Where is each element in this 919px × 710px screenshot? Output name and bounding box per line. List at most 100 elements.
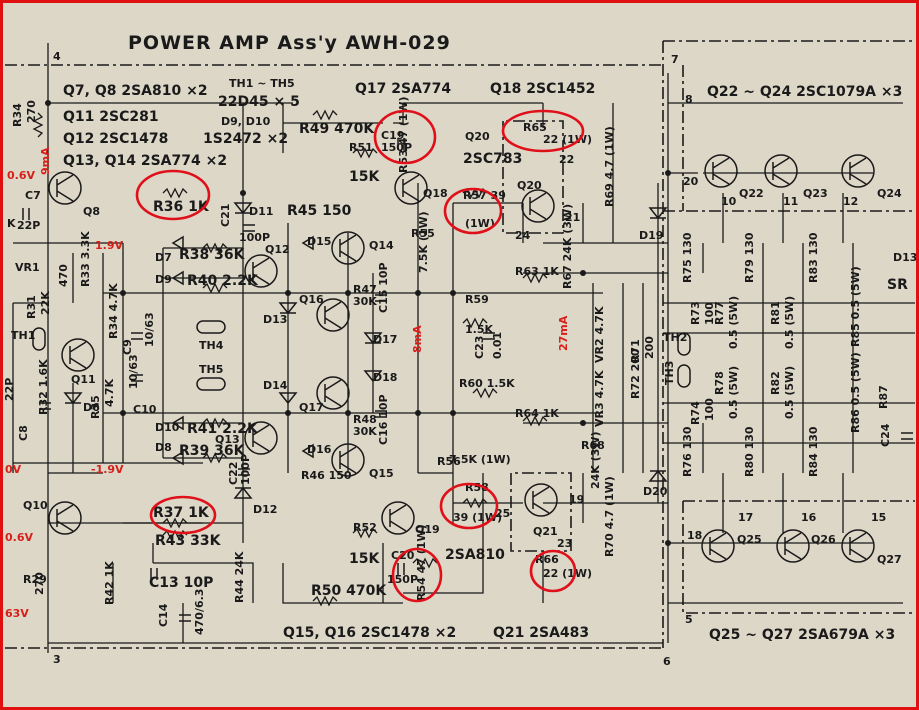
label-r47: R47 <box>353 283 377 296</box>
terminal-5: 5 <box>685 613 693 626</box>
label-q10: Q10 <box>23 499 48 512</box>
label-q13: Q13 <box>215 433 240 446</box>
label-r33: R33 3.3K <box>79 231 92 287</box>
label-r53: R53 47 (1W) <box>397 96 410 173</box>
label-c24: C24 <box>879 423 892 447</box>
label-r32: R32 1.6K <box>37 359 50 415</box>
label-r44: R44 24K <box>233 551 246 603</box>
label-d9d10: D9, D10 <box>221 115 271 128</box>
label-r34b: R34 4.7K <box>107 283 120 339</box>
label-r60: R60 1.5K <box>459 377 515 390</box>
label-r51-value: 15K <box>349 169 380 185</box>
label-r41: R41 2.2K <box>187 421 259 437</box>
terminal-7: 7 <box>671 53 679 66</box>
label-r71-value: 200 <box>643 336 656 359</box>
label-r73: R73 <box>689 301 702 325</box>
highlight-r66 <box>529 549 577 593</box>
label-q20: Q20 <box>465 130 490 143</box>
label-q19-part: 2SA810 <box>445 547 505 563</box>
label-c15: C15 10P <box>377 262 390 313</box>
label-q26: Q26 <box>811 533 836 546</box>
label-q16: Q16 <box>299 293 324 306</box>
highlight-circles <box>135 109 585 603</box>
label-q22: Q22 <box>739 187 764 200</box>
label-d13-right: D13 <box>893 251 916 264</box>
label-c8: C8 <box>17 425 30 441</box>
label-d13: D13 <box>263 313 287 326</box>
label-r80: R80 130 <box>743 426 756 477</box>
label-q13q14: Q13, Q14 2SA774 ×2 <box>63 153 227 169</box>
label-r75: R75 130 <box>681 232 694 283</box>
label-r57-w: (1W) <box>465 217 495 230</box>
label-r74-value: 100 <box>703 398 716 421</box>
label-d9: D9 <box>155 273 172 286</box>
label-r81-value: 0.5 (5W) <box>783 296 796 349</box>
measure-0-6v-bottom: 0.6V <box>5 531 33 544</box>
label-q18: Q18 2SC1452 <box>490 81 595 97</box>
label-r51: R51 <box>349 141 373 154</box>
label-r78-value: 0.5 (5W) <box>727 366 740 419</box>
label-r79: R79 130 <box>743 232 756 283</box>
label-r34-value: 270 <box>25 100 38 123</box>
label-r68-value: 24K (3W) <box>589 431 602 489</box>
label-c21: C21 <box>219 204 232 227</box>
highlight-r37 <box>149 495 217 535</box>
terminal-6: 6 <box>663 655 671 668</box>
label-r65-value: 22 (1W) <box>543 133 592 146</box>
label-r73-value: 100 <box>703 302 716 325</box>
terminal-20: 20 <box>683 175 699 188</box>
label-r82-value: 0.5 (5W) <box>783 366 796 419</box>
label-d14: D14 <box>263 379 288 392</box>
label-r35-value: 4.7K <box>103 379 116 407</box>
label-d19: D19 <box>639 229 663 242</box>
label-th3: TH3 <box>663 361 676 385</box>
label-q12: Q12 <box>265 243 290 256</box>
measure-0v: 0V <box>5 463 22 476</box>
label-r29-value: 270 <box>33 572 46 595</box>
label-q21: Q21 <box>533 525 558 538</box>
component-labels: R34 270 R36 1K R37 1K R38 36K R39 36K R4… <box>3 96 916 635</box>
label-r56: R56 <box>437 455 461 468</box>
label-q11: Q11 <box>71 373 96 386</box>
label-r55-value: 7.5K (1W) <box>417 211 430 273</box>
label-q27: Q27 <box>877 553 902 566</box>
label-d12: D12 <box>253 503 277 516</box>
terminal-19: 19 <box>569 493 584 506</box>
label-r54: R54 47 (1W) <box>415 524 428 601</box>
label-d18: D18 <box>373 371 397 384</box>
terminal-3: 3 <box>53 653 61 666</box>
terminal-21: 21 <box>565 211 580 224</box>
label-r37: R37 1K <box>153 505 210 521</box>
highlight-r57 <box>443 187 503 235</box>
highlight-r58 <box>439 482 499 530</box>
label-r76: R76 130 <box>681 426 694 477</box>
terminal-12: 12 <box>843 195 858 208</box>
label-vr2: VR2 4.7K <box>593 306 606 363</box>
label-r85: R85 0.5 (5W) <box>849 266 862 347</box>
terminal-8: 8 <box>685 93 693 106</box>
label-c19-value: 150P <box>381 141 412 154</box>
label-q12: Q12 2SC1478 <box>63 131 168 147</box>
label-r42: R42 1K <box>103 561 116 605</box>
label-th1: TH1 <box>11 329 35 342</box>
label-r63: R63 1K <box>515 265 559 278</box>
label-d6: D6 <box>83 401 100 414</box>
label-q8: Q8 <box>83 205 100 218</box>
label-r68: R68 <box>581 439 605 452</box>
label-d8: D8 <box>155 441 172 454</box>
measure-8ma: 8mA <box>411 325 424 353</box>
label-th: TH1 ~ TH5 <box>229 77 295 90</box>
highlight-r65 <box>501 109 585 153</box>
measure-1-9v: 1.9V <box>95 239 123 252</box>
label-q15: Q15 <box>369 467 394 480</box>
label-q7q8: Q7, Q8 2SA810 ×2 <box>63 83 208 99</box>
label-q21: Q21 2SA483 <box>493 625 589 641</box>
label-th5: TH5 <box>199 363 223 376</box>
label-r74: R74 <box>689 401 702 425</box>
label-r71: R71 <box>629 339 642 363</box>
label-r82: R82 <box>769 371 782 395</box>
label-q22q24: Q22 ~ Q24 2SC1079A ×3 <box>707 84 902 100</box>
label-q23: Q23 <box>803 187 828 200</box>
terminal-15: 15 <box>871 511 886 524</box>
label-th4: TH4 <box>199 339 224 352</box>
